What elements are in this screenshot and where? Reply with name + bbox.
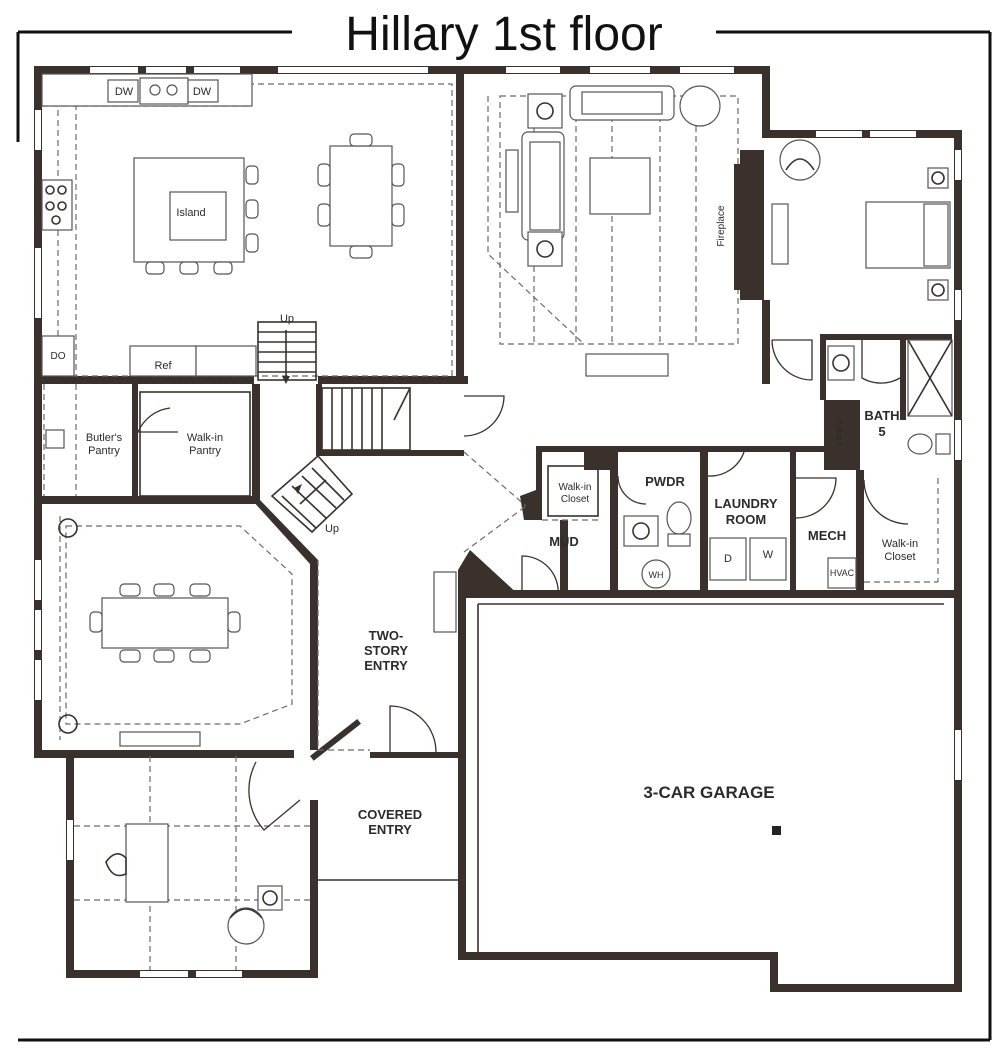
entry-bench [433,571,457,633]
powder-sink [623,515,659,547]
two-story-entry-label-2: STORY [364,643,408,658]
washer-label: W [763,549,774,561]
dishwasher-label-left: DW [115,86,134,98]
walkin-pantry-label: Walk-in [187,432,223,444]
butlers-pantry-label: Butler's [86,432,123,444]
refrigerator-label: Ref [154,360,172,372]
study-furniture [105,823,283,945]
laundry-room-label: LAUNDRY [714,496,777,511]
mud-closet-label-2: Closet [561,494,590,505]
water-heater-label: WH [649,570,664,580]
garage-post [772,826,781,835]
dryer-label: D [724,553,732,565]
linen-label: Linen [834,422,845,446]
dining-furniture [58,518,241,747]
two-story-entry-label-3: ENTRY [364,658,408,673]
laundry-room-label-2: ROOM [726,512,766,527]
two-story-entry-label: TWO- [369,628,404,643]
mud-walkin-closet [547,465,599,517]
door-swings [137,339,909,831]
garage-label: 3-CAR GARAGE [643,783,774,802]
title-frame [16,30,992,1042]
double-oven-label: DO [51,351,66,362]
stairs [257,321,411,534]
plan-title: Hillary 1st floor [345,8,662,61]
windows [35,67,961,977]
island-label: Island [176,207,205,219]
walkin-pantry-outline [139,391,251,497]
bath-5-label: BATH [864,408,899,423]
pantry-sink [45,429,65,449]
bath-5-fixtures [827,339,953,455]
bath-5-number: 5 [878,424,885,439]
mech-room-label: MECH [808,528,846,543]
kitchen [41,73,393,377]
walkin-closet-label-2: Closet [884,551,915,563]
bedroom-furniture [779,139,951,301]
covered-entry-label: COVERED [358,807,422,822]
mud-closet-label: Walk-in [559,482,592,493]
hvac-unit [827,557,857,589]
fireplace-label: Fireplace [716,205,727,247]
hvac-label: HVAC [830,568,855,578]
water-heater [641,559,671,589]
dryer [709,537,747,581]
stairs-up-label-top: Up [280,313,294,325]
kitchen-stools [145,133,405,275]
powder-toilet [666,501,692,535]
butlers-pantry-label-2: Pantry [88,445,120,457]
great-room-furniture [505,85,789,377]
dishwasher-label-right: DW [193,86,212,98]
walkin-closet-label: Walk-in [882,538,918,550]
powder-room-label: PWDR [645,474,685,489]
washer [749,537,787,581]
walkin-pantry-label-2: Pantry [189,445,221,457]
stairs-up-label-mid: Up [325,523,339,535]
covered-entry-label-2: ENTRY [368,822,412,837]
mud-room-label: MUD [549,534,579,549]
